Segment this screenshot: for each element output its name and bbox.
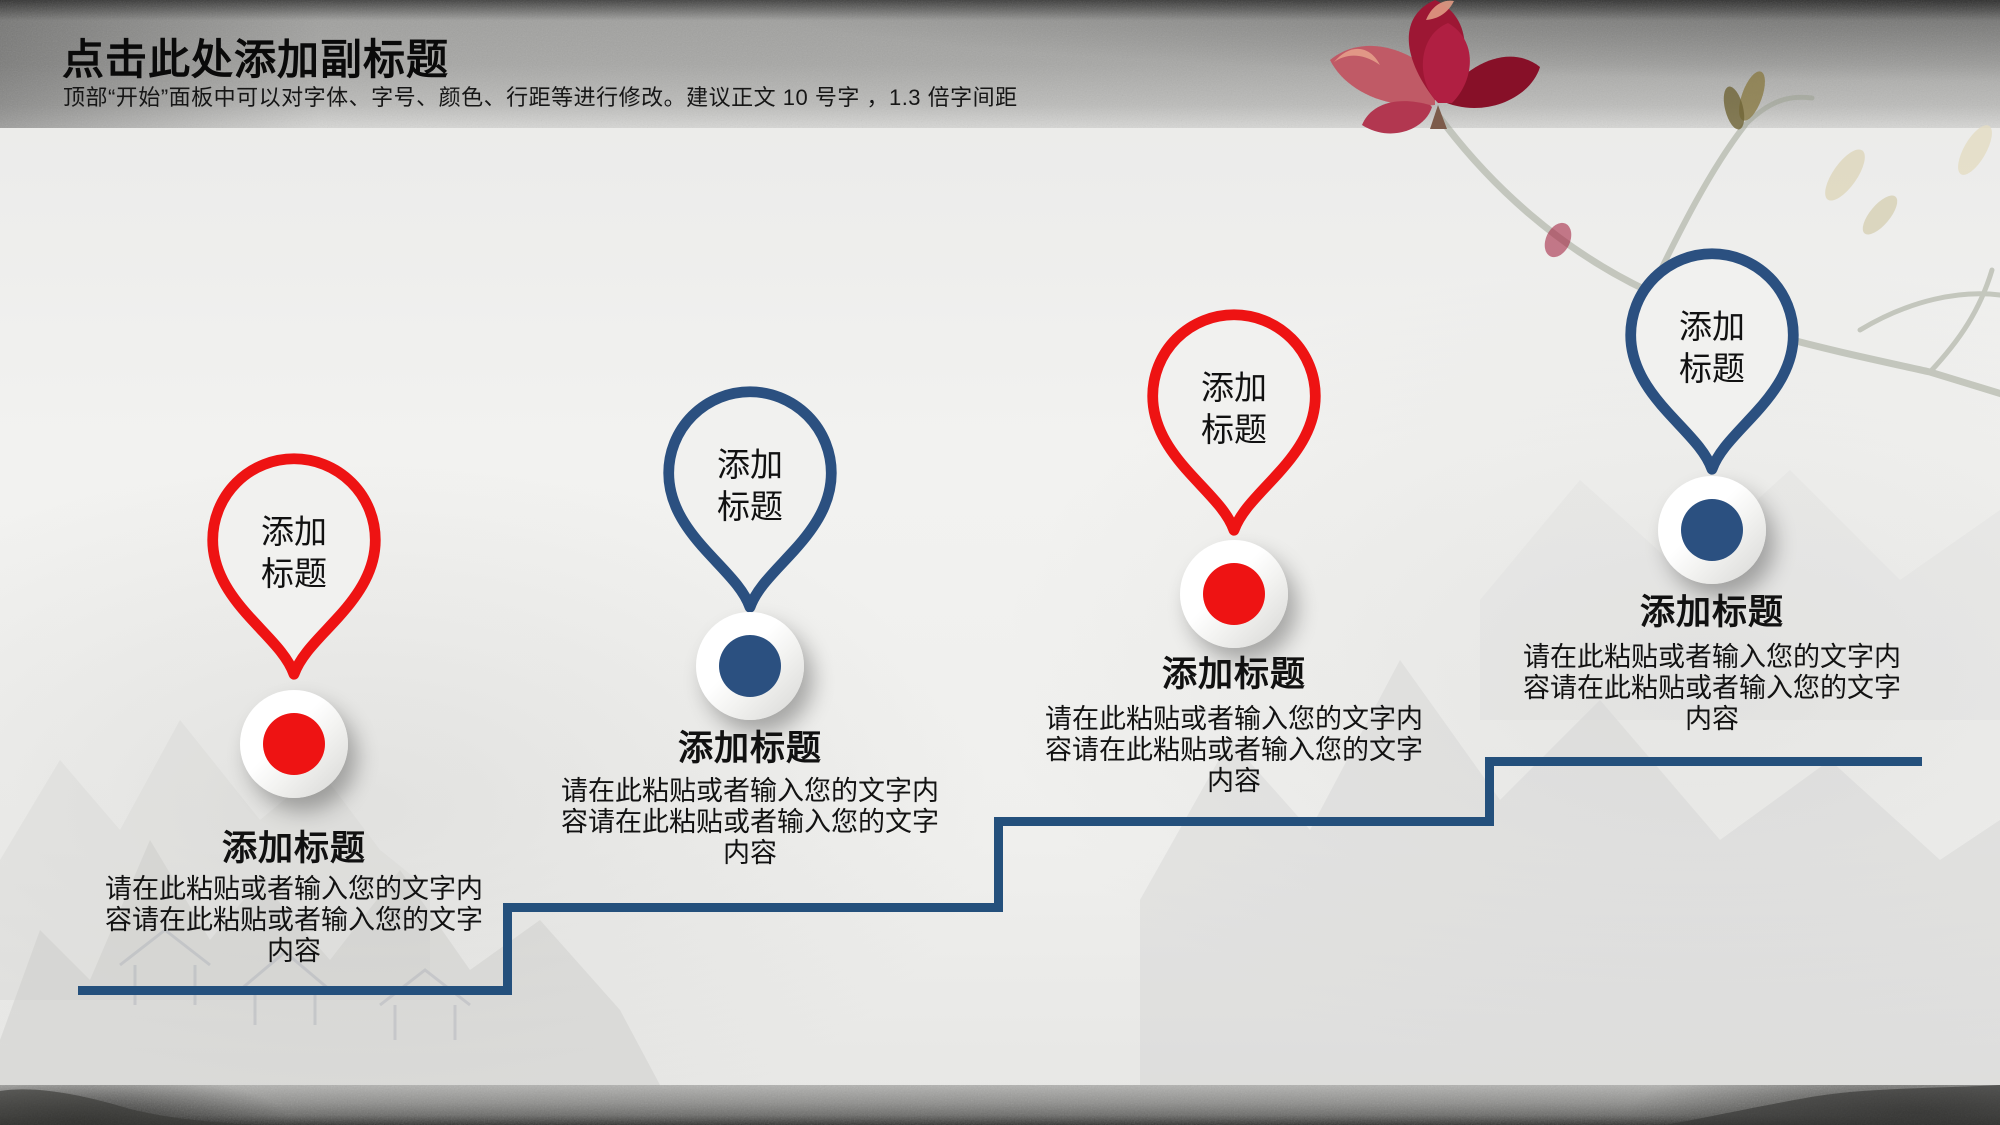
- step-line-segment: [1485, 757, 1494, 826]
- item-body: 请在此粘贴或者输入您的文字内容请在此粘贴或者输入您的文字内容: [1045, 704, 1423, 796]
- pin-node-dot: [1203, 563, 1265, 625]
- item-body: 请在此粘贴或者输入您的文字内容请在此粘贴或者输入您的文字内容: [561, 776, 939, 868]
- step-line-segment: [503, 903, 512, 995]
- step-line-segment: [994, 817, 1003, 912]
- bottom-border-band: [0, 1085, 2000, 1125]
- item-body: 请在此粘贴或者输入您的文字内容请在此粘贴或者输入您的文字内容: [105, 874, 483, 966]
- location-pin-shape: 添加 标题: [652, 380, 848, 619]
- item-body: 请在此粘贴或者输入您的文字内容请在此粘贴或者输入您的文字内容: [1523, 642, 1901, 734]
- step-line-segment: [503, 903, 1003, 912]
- slide-title: 点击此处添加副标题: [62, 36, 450, 83]
- item-title: 添加标题: [1639, 593, 1784, 632]
- pin-node-dot: [1681, 499, 1743, 561]
- pin-node-circle: [1658, 476, 1766, 584]
- location-pin-shape: 添加 标题: [196, 447, 392, 686]
- slide-subtitle: 顶部“开始”面板中可以对字体、字号、颜色、行距等进行修改。建议正文 10 号字 …: [63, 85, 1018, 110]
- pin-label: 添加 标题: [1679, 308, 1745, 387]
- step-line-segment: [994, 817, 1494, 826]
- item-title: 添加标题: [1161, 655, 1306, 694]
- step-line-segment: [1485, 757, 1922, 766]
- location-pin-shape: 添加 标题: [1614, 242, 1810, 481]
- pin-label: 添加 标题: [717, 446, 783, 525]
- item-title: 添加标题: [221, 829, 366, 868]
- step-line-segment: [78, 986, 512, 995]
- pin-node-circle: [240, 690, 348, 798]
- item-title: 添加标题: [677, 729, 822, 768]
- pin-node-dot: [719, 635, 781, 697]
- pin-label: 添加 标题: [261, 513, 327, 592]
- pin-node-dot: [263, 713, 325, 775]
- pin-node-circle: [1180, 540, 1288, 648]
- pin-label: 添加 标题: [1201, 369, 1267, 448]
- pin-node-circle: [696, 612, 804, 720]
- location-pin-shape: 添加 标题: [1136, 303, 1332, 542]
